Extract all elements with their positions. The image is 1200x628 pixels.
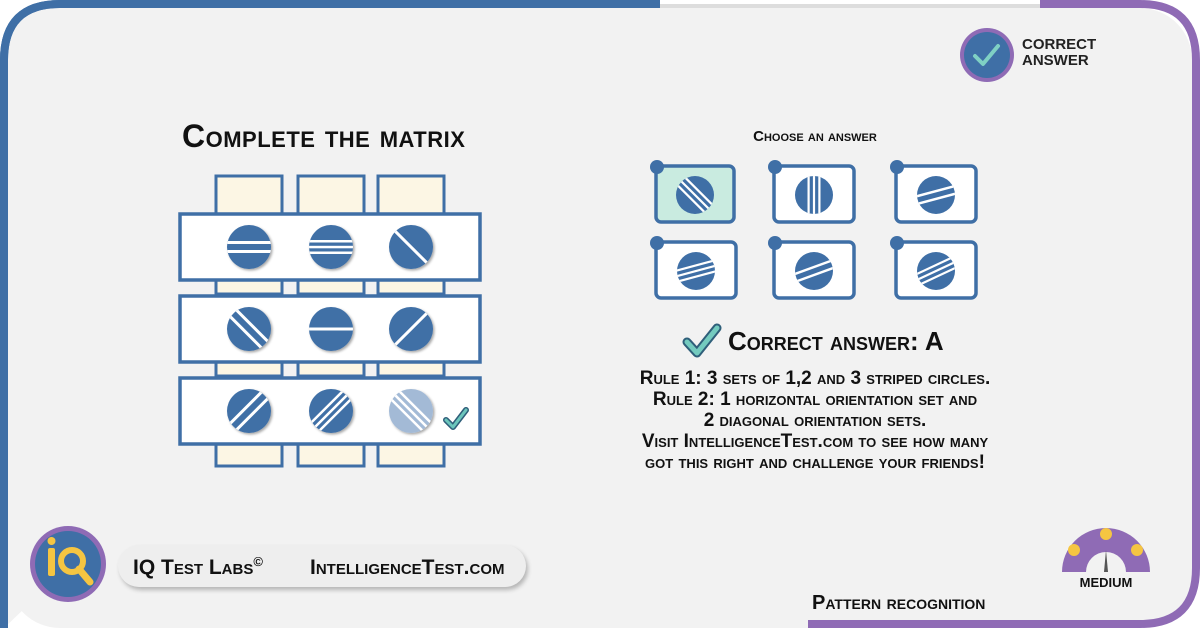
rule-line: Rule 2: 1 horizontal orientation set and [652,389,978,410]
category-label: Pattern recognition [812,592,986,614]
correct-answer-badge-label: CORRECT ANSWER [1022,36,1097,69]
brand-site-link[interactable]: IntelligenceTest.com [310,556,505,579]
page-title: Complete the matrix [182,118,466,154]
matrix-cell-3-1 [227,389,271,433]
iq-logo-icon [30,526,106,602]
correct-answer-badge-icon [960,28,1014,82]
answer-option-e[interactable] [768,236,856,300]
difficulty-gauge-icon [1062,528,1150,572]
answer-options [650,160,978,300]
rule-line: Rule 1: 3 sets of 1,2 and 3 striped circ… [639,368,991,389]
matrix-cell-2-1 [227,307,271,351]
matrix-cell-1-1 [227,225,271,269]
brand-name: IQ Test Labs© [133,554,263,579]
matrix-cell-1-2 [309,225,353,269]
matrix-cell-3-3-answer [389,389,433,433]
answer-option-d[interactable] [650,236,738,300]
answer-option-b[interactable] [768,160,856,224]
rule-line: got this right and challenge your friend… [645,452,985,473]
answer-option-c[interactable] [890,160,978,224]
choose-answer-label: Choose an answer [753,128,877,145]
answer-option-a[interactable] [650,160,736,224]
matrix-cell-3-2 [309,389,353,433]
difficulty-label: MEDIUM [1079,575,1133,590]
rules-text: Rule 1: 3 sets of 1,2 and 3 striped circ… [590,368,1040,473]
rule-line: Visit IntelligenceTest.com to see how ma… [641,431,989,452]
matrix-cell-2-2 [309,307,353,351]
rule-line: 2 diagonal orientation sets. [703,410,927,431]
correct-answer-text: Correct answer: A [728,326,944,356]
brand-bar [118,545,526,587]
matrix-cell-2-3 [389,307,433,351]
puzzle-matrix [178,174,482,468]
correct-check-icon [682,323,722,358]
matrix-cell-1-3 [389,225,433,269]
answer-option-f[interactable] [890,236,978,300]
